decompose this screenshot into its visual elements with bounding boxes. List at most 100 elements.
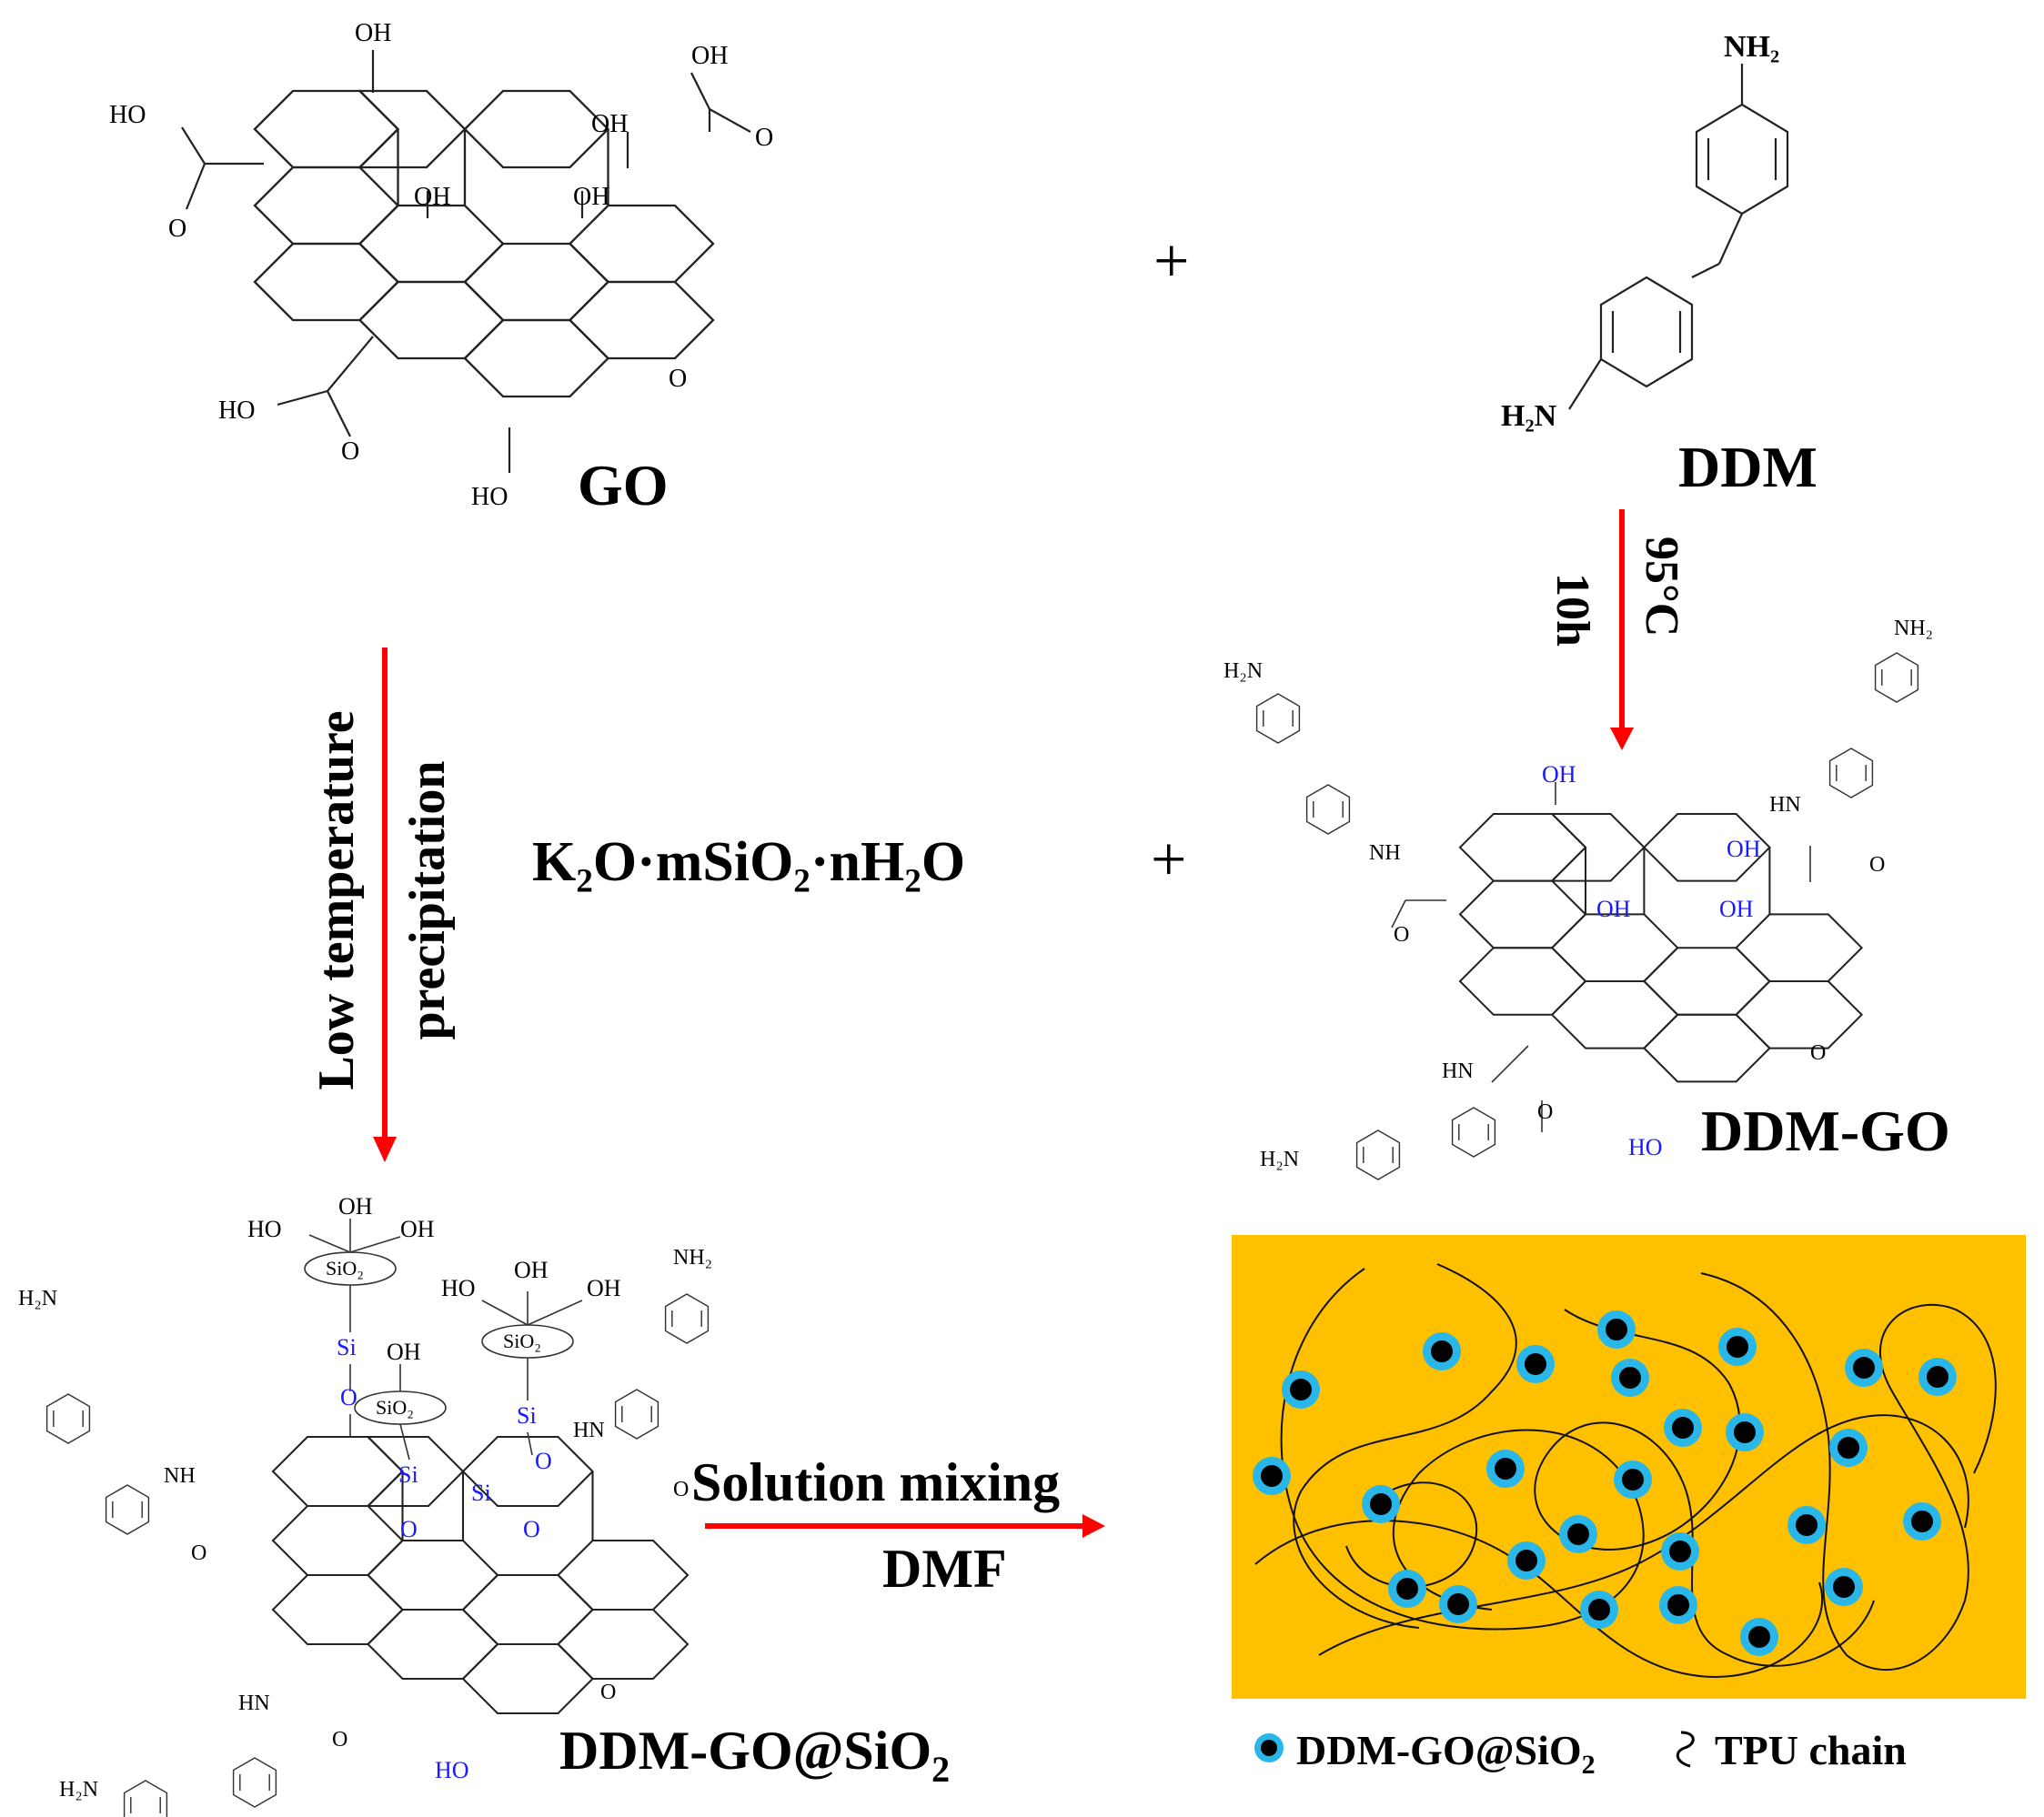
ddmgo-epoxy-o: O [1810,1041,1826,1065]
arrow-left-line1: Low temperature [308,710,365,1089]
arrow-low-temperature: Low temperature precipitation [308,647,456,1162]
sio2-label-right: SiO₂ [503,1330,541,1352]
ddmgo-nh-left: NH [1369,841,1401,865]
ddmgo-sio2-epoxy-o: O [600,1681,616,1704]
legend-chain-icon [1676,1731,1695,1768]
ddmgo-h2n-bottom: H₂N [1260,1148,1299,1171]
go-o-carboxyl-left: O [168,215,186,243]
mix-line2: DMF [882,1539,1007,1599]
mix-line1: Solution mixing [691,1452,1060,1512]
particle-core [1667,1594,1689,1616]
ddmgo-oh-top: OH [1542,761,1576,788]
o-inner-right: O [523,1516,540,1542]
go-ho-bottom: HO [471,483,508,511]
particle-core [1606,1319,1627,1340]
go-oh-mid-right: OH [591,110,628,138]
ddmgo-sio2-hn-bottom: HN [238,1692,270,1715]
particle-core [1727,1336,1748,1358]
go-oh-mid-center: OH [573,183,609,211]
particle-core [1927,1366,1948,1388]
ddmgo-o-right: O [1869,853,1885,877]
go-ho-carboxyl-bottom: HO [218,397,255,425]
particle-layer [1253,1310,1957,1656]
go-label: GO [578,453,669,517]
si-right: Si [517,1402,537,1429]
particle-core [1796,1514,1817,1536]
go-o-carboxyl-bottom: O [341,437,359,466]
o-right: O [535,1448,552,1474]
sio2-label-left: SiO₂ [326,1257,364,1280]
particle-core [1748,1626,1770,1648]
arrow-ddm-temp: 95°C [1636,537,1687,637]
go-structure: OH OH O HO O OH OH OH HO O O HO GO [109,19,773,517]
ddmgo-sio2-hn-right: HN [573,1419,605,1442]
particle-core [1370,1493,1392,1515]
particle-core [1619,1367,1641,1389]
sio2-oh-middle: OH [387,1339,421,1365]
legend-particle-core [1261,1740,1277,1756]
ddmgo-sio2-ho-bottom: HO [435,1757,469,1783]
go-epoxy-o: O [669,365,687,393]
sio2-oh-top: OH [338,1193,373,1220]
arrow-ddm-time: 10h [1546,573,1598,647]
particle-core [1525,1353,1546,1375]
arrow-left-line2: precipitation [399,761,456,1040]
ddmgo-nh2: NH₂ [1894,617,1933,640]
ddmgo-sio2-h2n-bottom: H₂N [59,1778,98,1802]
go-oh-mid-left: OH [414,183,450,211]
particle-core [1622,1469,1644,1491]
sio2-oh-right-right: OH [587,1275,621,1301]
ddm-label: DDM [1678,435,1817,499]
o-left: O [340,1384,357,1410]
sio2-oh-right-top: OH [514,1257,549,1283]
ddmgo-sio2-structure: HO OH OH SiO₂ SiO₂ SiO₂ OH HO OH OH Si O… [18,1193,950,1817]
particle-core [1838,1437,1859,1459]
ddmgo-structure: OH OH OH OH HO O NH₂ H₂N H₂N NH HN HN O … [1223,617,1950,1180]
ddmgo-label: DDM-GO [1701,1099,1950,1163]
particle-core [1567,1523,1589,1545]
arrow-solution-mixing: Solution mixing DMF [691,1452,1105,1599]
particle-core [1734,1421,1756,1443]
go-oh-top: OH [355,19,391,47]
particle-core [1261,1465,1283,1487]
sio2-oh-right: OH [400,1216,435,1242]
particle-core [1431,1340,1453,1362]
ddmgo-oh-mid-left: OH [1596,896,1631,922]
ddmgo-ho-bottom: HO [1628,1134,1663,1160]
plus-sign-top: + [1153,226,1189,296]
go-oh-carboxyl-right: OH [691,42,728,70]
ddmgo-sio2-o-bottom: O [332,1728,347,1752]
ddmgo-sio2-h2n-top: H₂N [18,1287,57,1310]
ddmgo-oh-upper-right: OH [1727,836,1761,862]
silicate-formula: K₂O·mSiO₂·nH₂O [532,831,965,893]
legend-chain-label: TPU chain [1715,1727,1907,1773]
ddmgo-oh-mid-right: OH [1719,896,1754,922]
particle-core [1447,1593,1469,1615]
ddmgo-sio2-o-left: O [191,1541,206,1565]
ddmgo-h2n-top: H₂N [1223,659,1263,683]
particle-core [1833,1576,1855,1598]
ddmgo-sio2-o-right: O [673,1478,689,1501]
composite-panel [1232,1235,2026,1699]
sio2-ho-left: HO [247,1216,282,1242]
ddmgo-o-bottom: O [1537,1100,1553,1124]
o-inner-left: O [400,1516,418,1542]
particle-core [1911,1511,1933,1532]
ddm-h2n: H₂N [1501,399,1557,433]
si-middle: Si [398,1461,418,1488]
legend-particle-label: DDM-GO@SiO2 [1296,1727,1596,1780]
ddm-structure: NH₂ H₂N DDM [1501,30,1817,499]
ddmgo-sio2-nh2: NH₂ [673,1246,712,1270]
ddmgo-sio2-nh-left: NH [164,1464,196,1488]
particle-core [1669,1541,1691,1562]
particle-core [1396,1578,1418,1600]
plus-sign-middle: + [1151,825,1186,895]
arrow-ddm-to-ddmgo: 95°C 10h [1546,509,1687,750]
si-inner: Si [471,1480,491,1506]
particle-core [1290,1379,1312,1400]
sio2-ho-right: HO [441,1275,476,1301]
ddmgo-sio2-label: DDM-GO@SiO2 [559,1721,950,1790]
ddm-nh2: NH₂ [1724,30,1779,64]
ddmgo-hn-right: HN [1769,793,1801,817]
